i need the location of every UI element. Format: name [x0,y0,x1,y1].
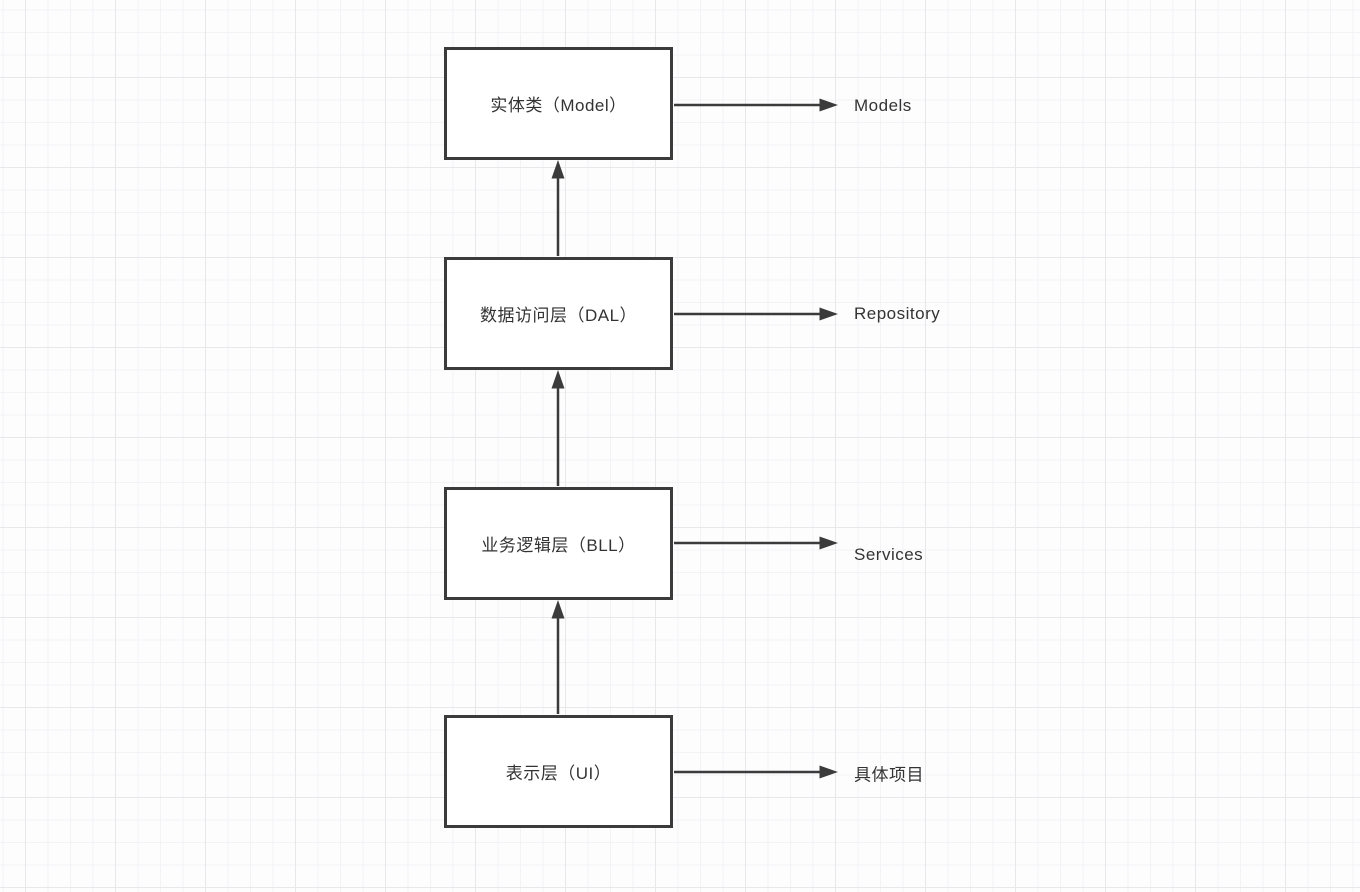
node-presentation-layer[interactable]: 表示层（UI） [444,715,673,828]
edge-dal-to-repository[interactable] [674,307,838,321]
annotation-services[interactable]: Services [854,545,924,564]
node-presentation-layer-label: 表示层（UI） [505,764,612,783]
edge-ui-to-project[interactable] [674,765,838,779]
node-data-access-layer[interactable]: 数据访问层（DAL） [444,257,673,370]
annotation-concrete-project[interactable]: 具体项目 [854,765,924,785]
edge-bll-to-dal[interactable] [551,370,565,486]
annotation-repository[interactable]: Repository [854,304,941,323]
node-entity-model-label: 实体类（Model） [490,96,627,115]
node-business-logic-layer[interactable]: 业务逻辑层（BLL） [444,487,673,600]
edge-bll-to-services[interactable] [674,536,838,550]
edge-dal-to-model[interactable] [551,160,565,256]
node-entity-model[interactable]: 实体类（Model） [444,47,673,160]
node-business-logic-layer-label: 业务逻辑层（BLL） [481,536,636,555]
node-data-access-layer-label: 数据访问层（DAL） [479,306,638,325]
annotation-models[interactable]: Models [854,96,912,115]
edge-ui-to-bll[interactable] [551,600,565,714]
edge-model-to-models[interactable] [674,98,838,112]
